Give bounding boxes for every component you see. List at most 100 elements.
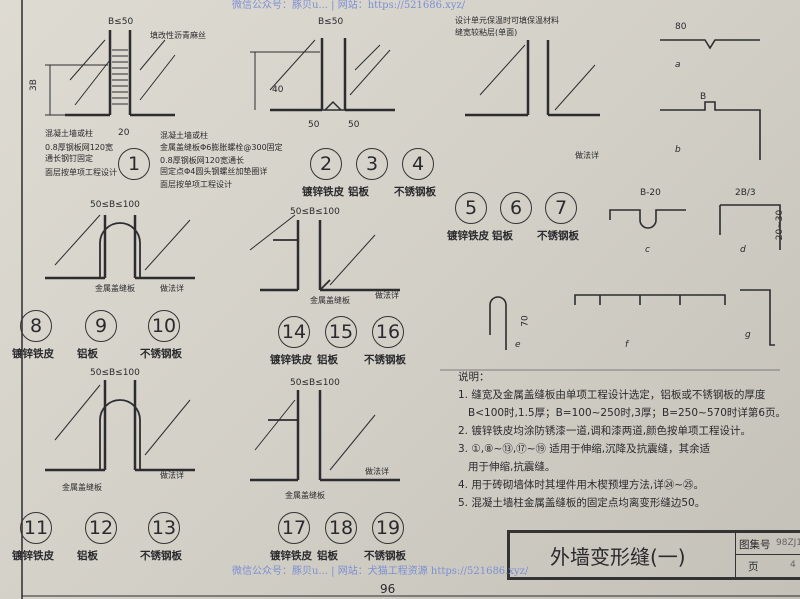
note-1-cont: B<100时,1.5厚；B=100~250时,3厚；B=250~570时详第6页… — [458, 407, 787, 419]
dim-20: 20 — [118, 128, 130, 138]
notes-heading: 说明： — [458, 371, 490, 383]
note-4: 4. 用于砖砌墙体时其埋件用木楔预埋方法,详㉔~㉕。 — [458, 479, 704, 491]
detail-number-1: 1 — [118, 148, 150, 180]
detail-number-18: 18 — [325, 512, 357, 544]
dim-50-a: 50 — [308, 120, 320, 130]
cover-label-8: 金属盖缝板 — [95, 284, 135, 293]
detail-material-5: 镀锌铁皮 — [447, 230, 489, 242]
note-3-cont: 用于伸缩,抗震缝。 — [458, 461, 556, 473]
note-1: 1. 缝宽及金属盖缝板由单项工程设计选定，铝板或不锈钢板的厚度 — [458, 389, 766, 401]
see-detail-5: 做法详 — [575, 151, 599, 160]
dim-50-b: 50 — [348, 120, 360, 130]
dim-b100-8: 50≤B≤100 — [90, 200, 140, 210]
detail-17-drawing — [250, 390, 400, 482]
dim-b100-11: 50≤B≤100 — [90, 368, 140, 378]
detail-material-17: 镀锌铁皮 — [270, 550, 312, 562]
dim-b100-14: 50≤B≤100 — [290, 207, 340, 217]
label-fill: 填改性沥青麻丝 — [150, 31, 206, 40]
detail-2-label-d: 固定点Φ4圆头钢螺丝加垫圈详 — [160, 167, 268, 176]
notes: 说明： 1. 缝宽及金属盖缝板由单项工程设计选定，铝板或不锈钢板的厚度 B<10… — [458, 368, 786, 512]
detail-1-drawing — [45, 30, 176, 117]
dim-b50: B≤50 — [108, 17, 134, 27]
atlas-value: 98ZJ1 — [776, 538, 800, 548]
atlas-label: 图集号 — [739, 539, 771, 551]
detail-1-label-a: 混凝土墙或柱 — [45, 129, 93, 138]
cover-label-17: 金属盖缝板 — [285, 491, 325, 500]
detail-5-drawing — [465, 40, 600, 117]
cover-label-11: 金属盖缝板 — [62, 483, 102, 492]
page-number: 96 — [380, 582, 396, 596]
detail-number-9: 9 — [85, 310, 117, 342]
detail-material-14: 镀锌铁皮 — [270, 354, 312, 366]
profile-f: f — [625, 340, 629, 350]
dim-40: 40 — [272, 85, 284, 95]
detail-2-label-e: 面层按单项工程设计 — [160, 180, 232, 189]
detail-11-drawing — [45, 380, 195, 472]
page-label: 页 — [748, 561, 759, 573]
detail-material-10: 不锈钢板 — [140, 348, 182, 360]
detail-14-drawing — [249, 214, 400, 292]
title-block: 外墙变形缝(一) 图集号 98ZJ1 页 4 — [507, 530, 800, 580]
see-detail-8: 做法详 — [160, 284, 184, 293]
dim-70-e: 70 — [520, 315, 531, 327]
detail-number-12: 12 — [85, 512, 117, 544]
dim-2030-d: 20~30 — [775, 209, 786, 241]
detail-number-6: 6 — [500, 192, 532, 224]
see-detail-14: 做法详 — [375, 291, 399, 300]
profile-b: b — [675, 145, 681, 155]
watermark-bottom: 微信公众号：豚贝u... | 网站：犬猫工程资源 https://521686.… — [232, 566, 529, 577]
detail-1-label-d: 面层按单项工程设计 — [45, 168, 117, 177]
dim-b-b: B — [700, 92, 707, 102]
detail-number-3: 3 — [356, 148, 388, 180]
detail-material-9: 铝板 — [77, 348, 98, 360]
detail-number-16: 16 — [372, 316, 404, 348]
detail-material-18: 铝板 — [317, 550, 338, 562]
detail-1-label-c: 通长钢钉固定 — [45, 154, 93, 163]
detail-number-13: 13 — [148, 512, 180, 544]
cover-label-14: 金属盖缝板 — [310, 296, 350, 305]
detail-number-5: 5 — [455, 192, 487, 224]
note-3: 3. ①,⑧~⑬,⑰~⑲ 适用于伸缩,沉降及抗震缝，其余适 — [458, 443, 711, 455]
drawing-title: 外墙变形缝(一) — [550, 545, 686, 569]
detail-number-11: 11 — [20, 512, 52, 544]
detail-number-19: 19 — [372, 512, 404, 544]
detail-2-drawing — [250, 38, 395, 112]
detail-material-2: 镀锌铁皮 — [302, 186, 344, 198]
detail-material-12: 铝板 — [77, 550, 98, 562]
note-2: 2. 镀锌铁皮均涂防锈漆一道,调和漆两道,颜色按单项工程设计。 — [458, 425, 752, 437]
watermark-top: 微信公众号：豚贝u... | 网站：https://521686.xyz/ — [232, 0, 466, 11]
detail-number-14: 14 — [278, 316, 310, 348]
see-detail-17: 做法详 — [365, 467, 389, 476]
detail-material-3: 铝板 — [348, 186, 369, 198]
profile-e: e — [515, 340, 521, 350]
detail-number-17: 17 — [278, 512, 310, 544]
see-detail-11: 做法详 — [160, 471, 184, 480]
detail-material-6: 铝板 — [492, 230, 513, 242]
dim-b20-c: B-20 — [640, 188, 661, 198]
detail-2-label-a: 混凝土墙或柱 — [160, 131, 208, 140]
dim-2b3-d: 2B/3 — [735, 188, 756, 198]
detail-material-15: 铝板 — [317, 354, 338, 366]
detail-8-drawing — [45, 214, 195, 280]
detail-2-label-b: 金属盖缝板Φ6膨胀螺栓@300固定 — [160, 143, 283, 152]
profile-a: a — [675, 60, 681, 70]
detail-material-19: 不锈钢板 — [364, 550, 406, 562]
profile-g: g — [745, 330, 751, 340]
page-value: 4 — [790, 560, 796, 570]
detail-number-8: 8 — [20, 310, 52, 342]
detail-number-7: 7 — [545, 192, 577, 224]
profile-c: c — [645, 245, 650, 255]
note-5: 5. 混凝土墙柱金属盖缝板的固定点均离变形缝边50。 — [458, 497, 706, 509]
detail-number-10: 10 — [148, 310, 180, 342]
detail-2-label-c: 0.8厚钢板网120宽通长 — [160, 156, 244, 165]
detail-material-13: 不锈钢板 — [140, 550, 182, 562]
profile-drawings — [489, 39, 781, 350]
dim-3b: 3B — [28, 79, 39, 91]
detail-number-15: 15 — [325, 316, 357, 348]
detail-material-7: 不锈钢板 — [537, 230, 579, 242]
detail-1-label-b: 0.8厚钢板网120宽 — [45, 143, 113, 152]
detail-5-label-a: 设计单元保温时可填保温材料 — [455, 16, 559, 25]
detail-material-11: 镀锌铁皮 — [12, 550, 54, 562]
